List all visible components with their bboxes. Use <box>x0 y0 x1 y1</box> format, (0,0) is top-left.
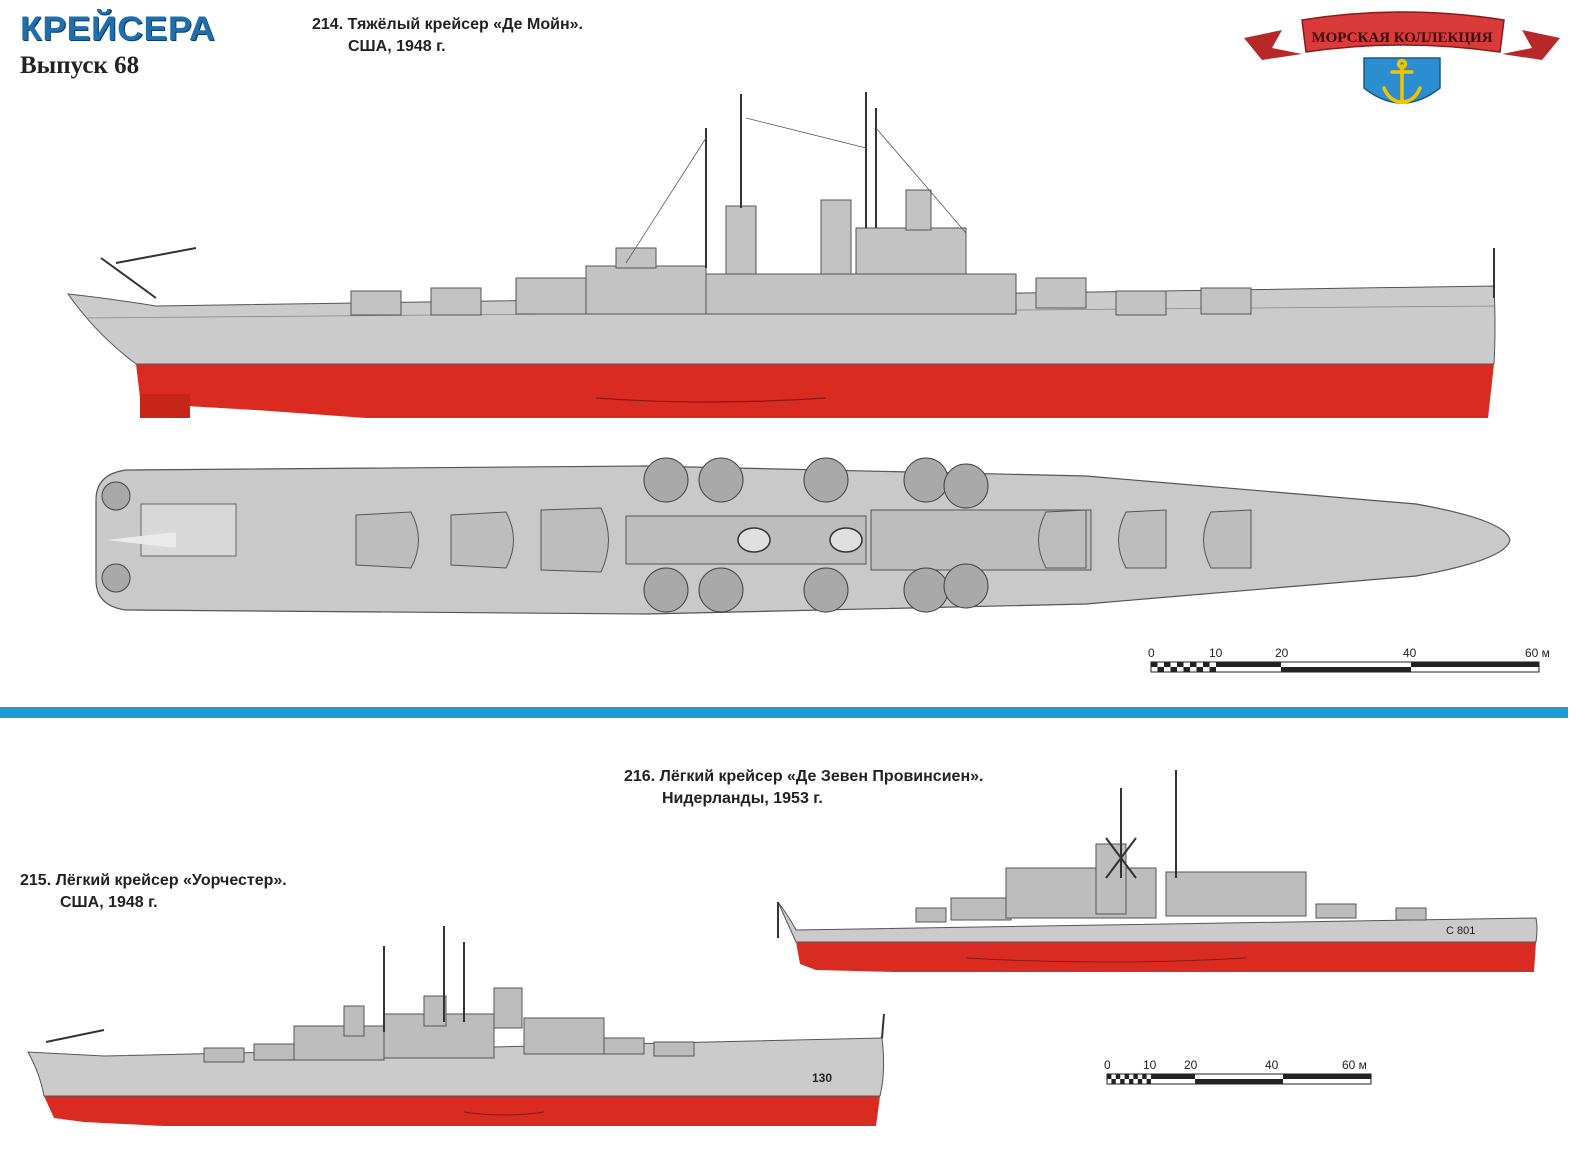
scale-bottom-label-0: 0 <box>1104 1058 1111 1072</box>
ship-214-side-profile <box>66 92 1496 418</box>
ship-215-hull-number: 130 <box>812 1071 832 1085</box>
ship-215-subtitle: США, 1948 г. <box>60 894 158 911</box>
scale-top-label-60: 60 м <box>1525 646 1550 660</box>
logo-ribbon-text: МОРСКАЯ КОЛЛЕКЦИЯ <box>1311 30 1492 46</box>
ship-216-hull-number: C 801 <box>1446 925 1475 937</box>
scale-top-label-20: 20 <box>1275 646 1289 660</box>
scale-bottom-label-20: 20 <box>1184 1058 1198 1072</box>
scale-bar-top <box>1150 661 1540 673</box>
ship-216-caption: 216. Лёгкий крейсер «Де Зевен Провинсиен… <box>624 766 983 810</box>
section-divider <box>0 707 1568 718</box>
issue-number: Выпуск 68 <box>20 52 140 79</box>
ship-216-side-profile: C 801 <box>777 770 1538 972</box>
series-logo: МОРСКАЯ КОЛЛЕКЦИЯ <box>1244 11 1560 104</box>
series-title: КРЕЙСЕРА <box>20 10 216 48</box>
scale-top-label-10: 10 <box>1209 646 1223 660</box>
scale-top-label-0: 0 <box>1148 646 1155 660</box>
ship-214-caption: 214. Тяжёлый крейсер «Де Мойн». США, 194… <box>312 14 583 58</box>
scale-bar-bottom <box>1106 1073 1372 1085</box>
ribbon-icon <box>1244 30 1302 60</box>
ship-214-subtitle: США, 1948 г. <box>348 38 446 55</box>
ship-215-caption: 215. Лёгкий крейсер «Уорчестер». США, 19… <box>20 870 287 914</box>
ship-215-side-profile: 130 <box>27 926 885 1126</box>
scale-bottom-label-10: 10 <box>1143 1058 1157 1072</box>
ship-216-subtitle: Нидерланды, 1953 г. <box>662 790 823 807</box>
scale-bottom-label-60: 60 м <box>1342 1058 1367 1072</box>
scale-bottom-label-40: 40 <box>1265 1058 1279 1072</box>
ship-214-title: 214. Тяжёлый крейсер «Де Мойн». <box>312 16 583 33</box>
ship-214-top-view <box>95 457 1511 615</box>
anchor-icon <box>1382 58 1422 104</box>
ship-215-title: 215. Лёгкий крейсер «Уорчестер». <box>20 872 287 889</box>
ship-216-title: 216. Лёгкий крейсер «Де Зевен Провинсиен… <box>624 768 984 785</box>
scale-top-label-40: 40 <box>1403 646 1417 660</box>
